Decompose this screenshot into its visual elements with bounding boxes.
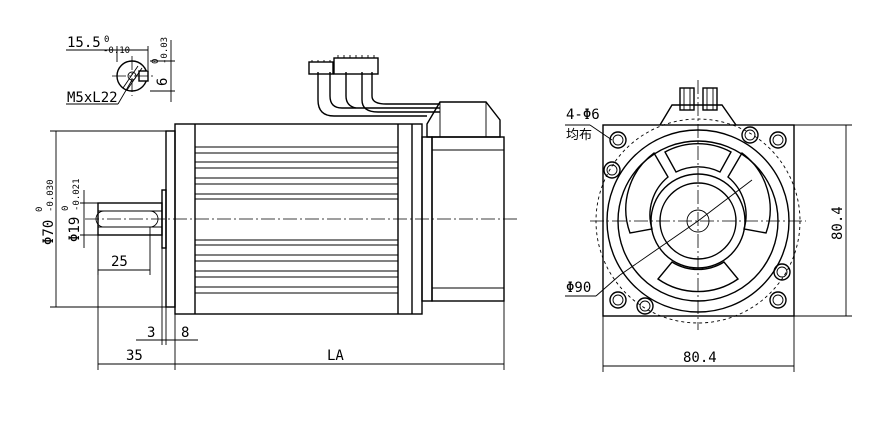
motor-side-view bbox=[85, 55, 520, 315]
shaft-diameter-label: Φ19 bbox=[67, 217, 83, 242]
keyway-width-tol-lower: -0.10 bbox=[103, 46, 130, 56]
side-view-dimensions bbox=[50, 130, 505, 370]
key-depth-tol-upper: 0 bbox=[151, 59, 161, 64]
shaft-diameter-tol-upper: 0 bbox=[61, 206, 71, 211]
key-length-label: 25 bbox=[111, 254, 128, 270]
keyway-width-tol-upper: 0 bbox=[104, 35, 109, 45]
holes-label: 4-Φ6 bbox=[566, 107, 600, 123]
motor-front-view bbox=[565, 80, 806, 330]
thread-label: M5xL22 bbox=[67, 90, 118, 106]
key-depth-label: 6 bbox=[155, 78, 171, 86]
keyway-width-label: 15.5 bbox=[67, 35, 101, 51]
flange-thickness-label: 8 bbox=[181, 325, 189, 341]
flange-diameter-label: Φ70 bbox=[41, 220, 57, 245]
pcd-label: Φ90 bbox=[566, 280, 591, 296]
height-label: 80.4 bbox=[830, 206, 846, 240]
body-length-label: LA bbox=[327, 348, 344, 364]
shaft-length-label: 35 bbox=[126, 348, 143, 364]
holes-note: 均布 bbox=[566, 128, 592, 143]
flange-diameter-tol-upper: 0 bbox=[35, 207, 45, 212]
width-label: 80.4 bbox=[683, 350, 717, 366]
shaft-section-detail bbox=[66, 40, 175, 105]
shaft-diameter-tol-lower: -0.021 bbox=[72, 178, 82, 211]
key-depth-tol-lower: -0.03 bbox=[160, 37, 170, 64]
flange-diameter-tol-lower: -0.030 bbox=[46, 179, 56, 212]
front-view-dimensions bbox=[602, 124, 852, 372]
spigot-label: 3 bbox=[147, 325, 155, 341]
